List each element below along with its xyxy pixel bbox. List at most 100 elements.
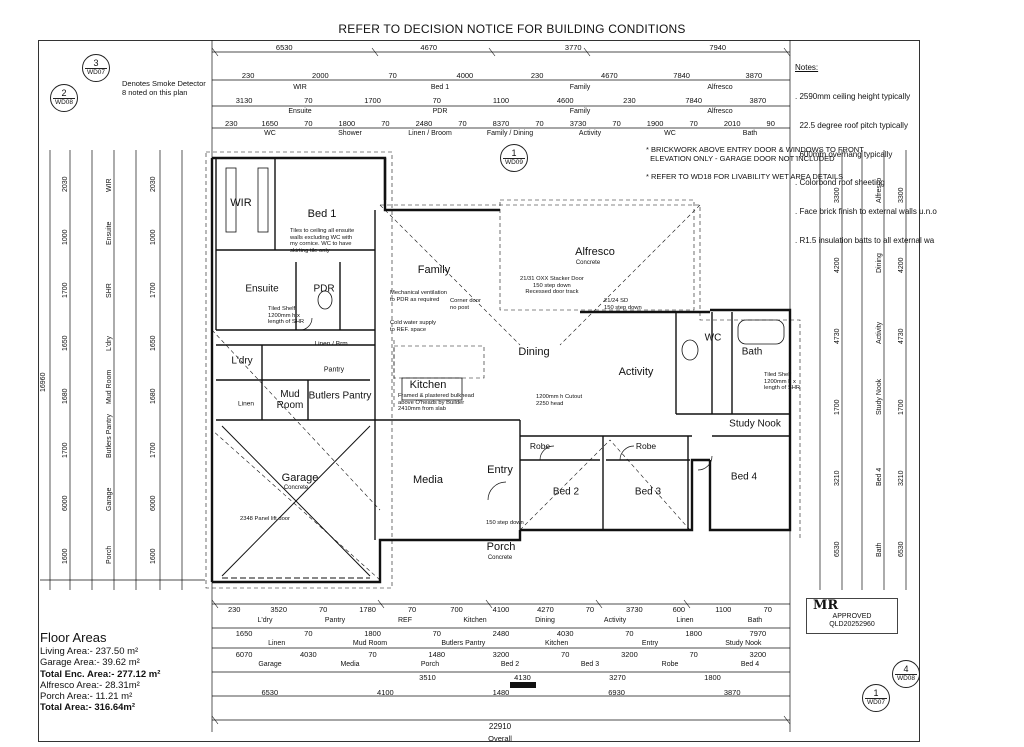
dimension-text: 70 bbox=[535, 119, 544, 128]
overall-width: 22910 bbox=[488, 722, 512, 731]
dimension-text: 6000 bbox=[62, 495, 69, 511]
dimension-room-label: Dining bbox=[876, 253, 883, 274]
dimension-text: 1100 bbox=[492, 96, 510, 105]
dimension-text: 6530 bbox=[898, 541, 905, 557]
dimension-text: 2030 bbox=[62, 176, 69, 192]
dimension-text: 4730 bbox=[898, 328, 905, 345]
room-entry: Entry bbox=[487, 464, 513, 476]
kitchen-bulkhead-note: Framed & plastered bulkhead above O'head… bbox=[398, 393, 475, 413]
dimension-text: 90 bbox=[766, 119, 775, 128]
note-item: . Face brick finish to external walls u.… bbox=[795, 207, 937, 217]
note-item: . 2590mm ceiling height typically bbox=[795, 91, 911, 101]
dimension-room-label: Ensuite bbox=[106, 221, 113, 245]
dimension-text: 4030 bbox=[299, 650, 317, 659]
dimension-room-label: Activity bbox=[603, 617, 627, 624]
dimension-room-label: WC bbox=[664, 130, 676, 137]
dimension-text: 1800 bbox=[338, 119, 356, 128]
dimension-text: 1700 bbox=[364, 96, 381, 105]
room-mud-room: Mud Room bbox=[276, 389, 304, 411]
dimension-text: 4000 bbox=[456, 71, 474, 80]
dimension-text: 230 bbox=[227, 605, 241, 614]
dimension-text: 70 bbox=[763, 605, 772, 614]
dimension-room-label: Linen bbox=[268, 640, 286, 647]
dimension-room-label: Study Nook bbox=[876, 378, 883, 415]
dimension-room-label: Garage bbox=[106, 487, 113, 511]
dimension-room-label: L'dry bbox=[257, 617, 273, 624]
dimension-text: 3200 bbox=[749, 650, 767, 659]
dimension-text: 4200 bbox=[898, 257, 905, 274]
dimension-text: 6000 bbox=[150, 495, 157, 511]
page-header: REFER TO DECISION NOTICE FOR BUILDING CO… bbox=[338, 22, 686, 36]
notes-block: Notes: . 2590mm ceiling height typically… bbox=[795, 44, 937, 255]
ensuite-tile-note: Tiles to ceiling all ensuite walls exclu… bbox=[290, 228, 355, 254]
dimension-room-label: Study Nook bbox=[725, 640, 762, 647]
room-robe: Robe bbox=[529, 441, 551, 451]
room-media: Media bbox=[413, 474, 443, 486]
room-bed-2: Bed 2 bbox=[552, 486, 580, 498]
dimension-room-label: SHR bbox=[106, 283, 113, 299]
room-porch: Porch bbox=[486, 541, 516, 553]
dimension-text: 3200 bbox=[621, 650, 638, 659]
room-pantry: Pantry bbox=[323, 366, 345, 374]
dimension-text: 70 bbox=[689, 119, 698, 128]
dimension-room-label: Dining bbox=[535, 617, 555, 624]
dimension-text: 2010 bbox=[723, 119, 741, 128]
room-bath: Bath bbox=[741, 346, 763, 358]
dimension-text: 3210 bbox=[834, 470, 841, 486]
dimension-text: 4670 bbox=[420, 43, 438, 52]
alfresco-area: Alfresco Area:- 28.31m² bbox=[40, 679, 140, 691]
dimension-text: 1700 bbox=[898, 399, 905, 415]
dimension-text: 1100 bbox=[715, 605, 732, 614]
dimension-text: 1700 bbox=[62, 282, 69, 299]
living-area: Living Area:- 237.50 m² bbox=[40, 646, 139, 657]
dimension-room-label: Butlers Pantry bbox=[106, 413, 113, 458]
plan-notes: * BRICKWORK ABOVE ENTRY DOOR & WINDOWS T… bbox=[646, 145, 864, 181]
dimension-room-label: Activity bbox=[876, 321, 883, 345]
note-item: . R1.5 insulation batts to all external … bbox=[795, 235, 935, 245]
note-item: . Colorbond roof sheeting bbox=[795, 178, 885, 188]
dimension-text: 1680 bbox=[150, 388, 157, 405]
dimension-text: 70 bbox=[368, 650, 377, 659]
dimension-text: 3730 bbox=[626, 605, 643, 614]
dimension-text: 70 bbox=[689, 650, 698, 659]
dimension-text: 70 bbox=[388, 71, 397, 80]
dimension-text: 600 bbox=[672, 605, 686, 614]
dimension-text: 1700 bbox=[150, 441, 157, 458]
dimension-text: 3870 bbox=[723, 688, 741, 697]
dimension-text: 70 bbox=[585, 605, 595, 614]
room-bed-1: Bed 1 bbox=[307, 208, 337, 220]
dimension-text: 1700 bbox=[62, 441, 69, 458]
room-alfresco: Alfresco bbox=[575, 246, 615, 258]
dimension-room-label: Bed 4 bbox=[740, 661, 760, 668]
dimension-text: 70 bbox=[612, 119, 621, 128]
dimension-room-label: Bed 2 bbox=[500, 661, 520, 668]
dimension-text: 1000 bbox=[62, 229, 69, 245]
dimension-room-label: PDR bbox=[432, 108, 448, 115]
dimension-text: 3870 bbox=[749, 96, 767, 105]
dimension-text: 3510 bbox=[419, 673, 436, 682]
dimension-text: 70 bbox=[432, 629, 441, 638]
dimension-text: 4270 bbox=[537, 605, 554, 614]
dimension-room-label: Alfresco bbox=[876, 177, 883, 203]
dimension-text: 1650 bbox=[62, 335, 69, 352]
approved-label: APPROVED bbox=[832, 613, 872, 620]
room-garage: Garage bbox=[281, 472, 319, 484]
dimension-text: 6930 bbox=[608, 688, 625, 697]
dimension-text: 1650 bbox=[150, 335, 157, 352]
dimension-room-label: Butlers Pantry bbox=[441, 640, 486, 647]
room-bed-4: Bed 4 bbox=[730, 471, 758, 483]
dimension-text: 4600 bbox=[556, 96, 574, 105]
room-bed-3: Bed 3 bbox=[634, 486, 662, 498]
notes-title: Notes: bbox=[795, 63, 819, 73]
dimension-room-label: Family bbox=[569, 108, 591, 115]
dimension-text: 1800 bbox=[685, 629, 702, 638]
dimension-text: 4100 bbox=[377, 688, 394, 697]
dimension-room-label: L'dry bbox=[106, 336, 113, 352]
dimension-room-label: Bed 4 bbox=[876, 467, 883, 486]
dimension-text: 3730 bbox=[569, 119, 587, 128]
dimension-text: 70 bbox=[304, 629, 313, 638]
cold-water-note: Cold water supply to REF. space bbox=[390, 320, 437, 333]
